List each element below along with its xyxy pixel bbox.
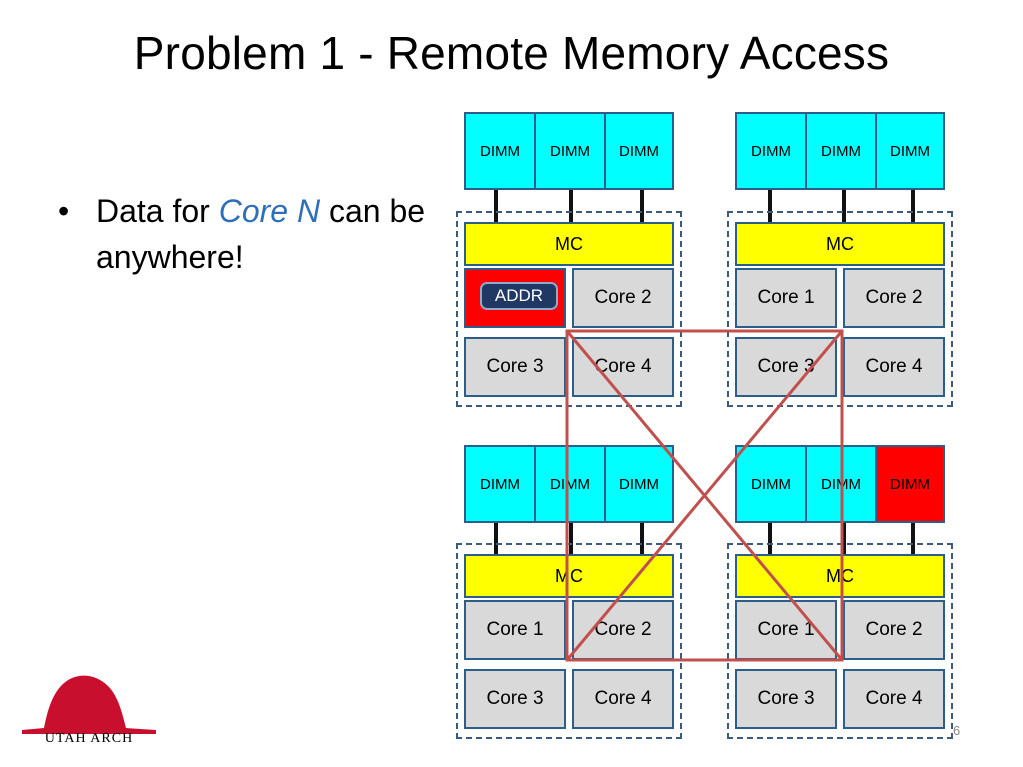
core-1-highlighted: ADDR: [464, 268, 566, 328]
memory-channel-wire: [494, 523, 498, 555]
core-box: Core 3: [735, 669, 837, 729]
dimm-module: DIMM: [604, 112, 674, 190]
core-box: Core 3: [735, 337, 837, 397]
memory-channel-wire: [569, 190, 573, 222]
addr-badge: ADDR: [480, 282, 558, 310]
core-box: Core 2: [843, 600, 945, 660]
core-box: Core 3: [464, 337, 566, 397]
memory-controller: MC: [735, 222, 945, 266]
dimm-module: DIMM: [875, 112, 945, 190]
core-box: Core 4: [572, 669, 674, 729]
dimm-module: DIMM: [464, 112, 536, 190]
dimm-module: DIMM: [534, 445, 606, 523]
utah-arch-logo: [22, 675, 156, 734]
delicate-arch-icon: [22, 675, 156, 734]
slide-title: Problem 1 - Remote Memory Access: [133, 27, 890, 79]
page-number: 6: [953, 723, 961, 738]
dimm-module: DIMM: [805, 112, 877, 190]
bullet-emphasis: Core N: [218, 193, 321, 229]
core-box: Core 1: [464, 600, 566, 660]
bullet-marker: •: [58, 193, 70, 229]
memory-channel-wire: [911, 523, 915, 555]
core-box: Core 4: [843, 337, 945, 397]
memory-controller: MC: [464, 554, 674, 598]
memory-channel-wire: [640, 190, 644, 222]
core-box: Core 4: [572, 337, 674, 397]
logo-text: UTAH ARCH: [44, 731, 134, 746]
core-box: Core 1: [735, 268, 837, 328]
memory-channel-wire: [494, 190, 498, 222]
dimm-module: DIMM: [735, 112, 807, 190]
memory-channel-wire: [842, 523, 846, 555]
dimm-module: DIMM: [805, 445, 877, 523]
memory-channel-wire: [768, 190, 772, 222]
core-box: Core 4: [843, 669, 945, 729]
memory-channel-wire: [842, 190, 846, 222]
dimm-module-highlighted: DIMM: [875, 445, 945, 523]
core-box: Core 2: [572, 268, 674, 328]
dimm-module: DIMM: [464, 445, 536, 523]
memory-controller: MC: [464, 222, 674, 266]
bullet-suffix: can be anywhere!: [96, 193, 426, 275]
dimm-module: DIMM: [534, 112, 606, 190]
core-box: Core 2: [572, 600, 674, 660]
memory-channel-wire: [911, 190, 915, 222]
core-box: Core 1: [735, 600, 837, 660]
dimm-module: DIMM: [735, 445, 807, 523]
memory-controller: MC: [735, 554, 945, 598]
core-box: Core 3: [464, 669, 566, 729]
bullet-text: Data for Core N can be anywhere!: [96, 188, 436, 280]
core-box: Core 2: [843, 268, 945, 328]
bullet-prefix: Data for: [96, 193, 219, 229]
dimm-module: DIMM: [604, 445, 674, 523]
